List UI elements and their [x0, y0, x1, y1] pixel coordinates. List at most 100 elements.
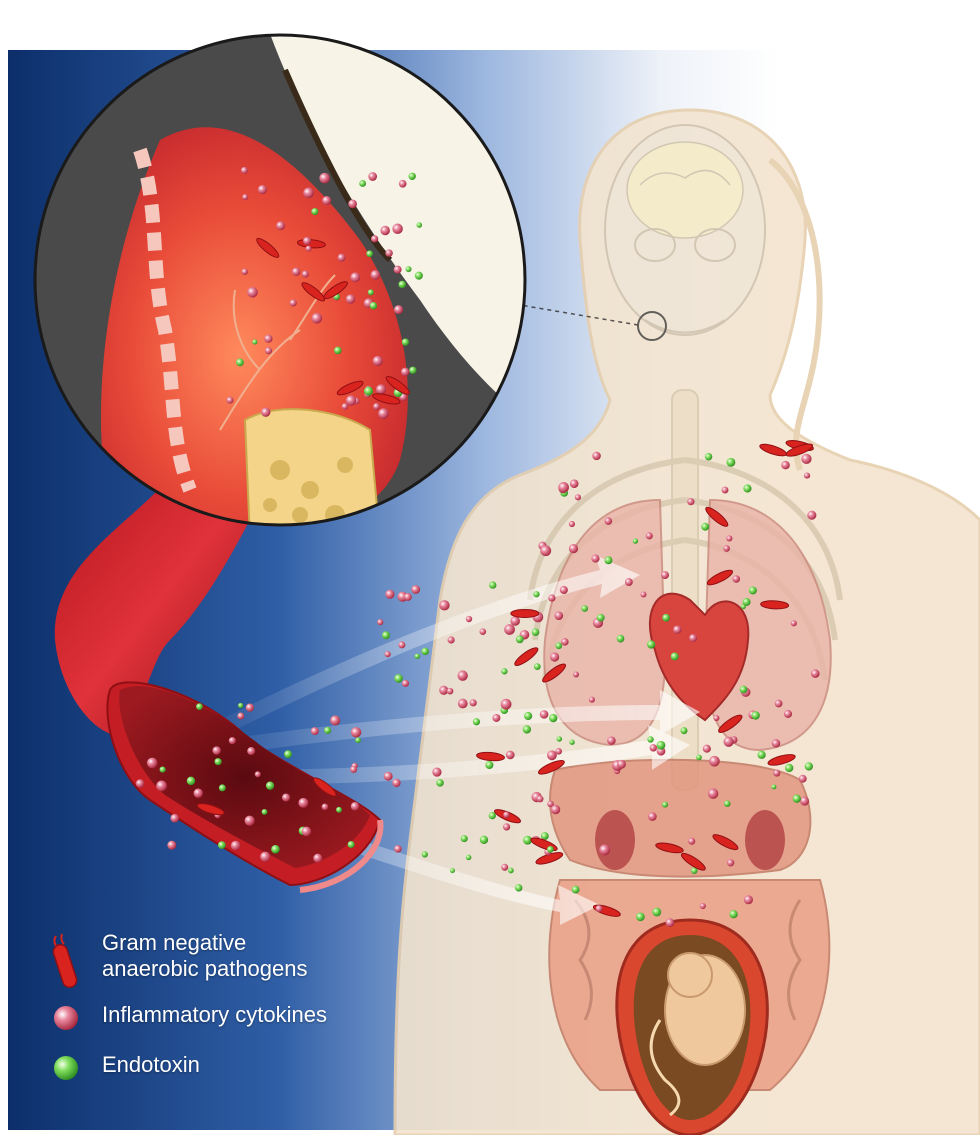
cytokine-particle	[503, 812, 510, 819]
cytokine-particle	[547, 750, 557, 760]
cytokine-particle	[298, 798, 308, 808]
cytokine-particle	[194, 788, 203, 797]
endotoxin-particle	[805, 762, 813, 770]
cytokine-particle	[350, 766, 357, 773]
cytokine-particle	[260, 852, 270, 862]
cytokine-particle	[555, 611, 564, 620]
endotoxin-particle	[743, 598, 751, 606]
endotoxin-particle	[647, 640, 655, 648]
endotoxin-particle	[366, 250, 373, 257]
cytokine-particle	[402, 680, 409, 687]
endotoxin-particle	[409, 367, 416, 374]
cytokine-particle	[398, 641, 405, 648]
cytokine-particle	[404, 593, 412, 601]
cytokine-particle	[550, 652, 559, 661]
cytokine-particle	[666, 918, 675, 927]
cytokine-particle	[229, 737, 236, 744]
cytokine-particle	[338, 254, 346, 262]
cytokine-particle	[569, 521, 575, 527]
cytokine-particle	[351, 727, 361, 737]
endotoxin-particle	[671, 652, 679, 660]
cytokine-particle	[661, 571, 669, 579]
endotoxin-particle	[572, 886, 580, 894]
cytokine-particle	[147, 758, 157, 768]
endotoxin-particle	[508, 868, 514, 874]
cytokine-particle	[560, 586, 568, 594]
endotoxin-particle	[515, 884, 522, 891]
endotoxin-particle	[415, 272, 423, 280]
cytokine-particle	[722, 487, 729, 494]
cytokine-particle	[330, 715, 340, 725]
endotoxin-particle	[523, 725, 531, 733]
endotoxin-particle	[466, 855, 471, 860]
cytokine-particle	[247, 747, 255, 755]
cytokine-particle	[264, 335, 272, 343]
cytokine-particle	[255, 771, 261, 777]
cytokine-particle	[689, 634, 697, 642]
endotoxin-particle	[398, 281, 406, 289]
endotoxin-particle	[473, 718, 480, 725]
cytokine-particle	[237, 713, 244, 720]
bacterium-icon	[48, 932, 88, 992]
cytokine-particle	[371, 270, 381, 280]
cytokine-particle	[648, 812, 657, 821]
endotoxin-particle	[408, 173, 415, 180]
cytokine-particle	[170, 814, 179, 823]
endotoxin-particle	[501, 668, 507, 674]
cytokine-particle	[811, 669, 820, 678]
cytokine-particle	[592, 452, 601, 461]
cytokine-particle	[470, 699, 477, 706]
endotoxin-particle	[751, 711, 759, 719]
endotoxin-particle	[262, 809, 268, 815]
cytokine-particle	[384, 772, 393, 781]
cytokine-particle	[258, 185, 267, 194]
cytokine-particle	[708, 788, 718, 798]
cytokine-particle	[504, 624, 515, 635]
cytokine-particle	[605, 517, 613, 525]
endotoxin-particle	[415, 654, 420, 659]
cytokine-particle	[373, 403, 380, 410]
cytokine-particle	[377, 619, 383, 625]
cytokine-particle	[265, 347, 272, 354]
endotoxin-particle	[422, 851, 428, 857]
endotoxin-particle	[489, 581, 496, 588]
endotoxin-particle	[311, 208, 318, 215]
cytokine-particle	[569, 544, 578, 553]
cytokine-particle	[313, 854, 322, 863]
cytokine-particle	[306, 246, 312, 252]
cytokine-particle	[501, 699, 512, 710]
endotoxin-particle	[680, 727, 687, 734]
cytokine-particle	[558, 482, 569, 493]
endotoxin-particle	[394, 674, 403, 683]
legend-label-pathogens-line2: anaerobic pathogens	[102, 956, 308, 982]
endotoxin-particle	[219, 784, 226, 791]
endotoxin-particle	[557, 736, 563, 742]
cytokine-particle	[607, 736, 616, 745]
cytokine-particle	[448, 636, 455, 643]
cytokine-particle	[261, 407, 270, 416]
endotoxin-particle	[617, 635, 625, 643]
endotoxin-particle	[402, 338, 409, 345]
cytokine-particle	[242, 269, 248, 275]
cytokine-particle	[350, 272, 360, 282]
legend-label-cytokines: Inflammatory cytokines	[102, 1002, 327, 1028]
cytokine-particle	[226, 397, 233, 404]
cytokine-particle	[540, 545, 551, 556]
cytokine-particle	[555, 748, 562, 755]
cytokine-particle	[392, 224, 402, 234]
cytokine-particle	[371, 235, 378, 242]
bacterium-particle	[511, 609, 539, 617]
cytokine-particle	[167, 841, 176, 850]
endotoxin-particle	[416, 222, 422, 228]
cytokine-particle	[570, 479, 579, 488]
cytokine-particle	[646, 532, 653, 539]
cytokine-particle	[385, 651, 391, 657]
cytokine-particle	[394, 266, 402, 274]
cytokine-particle	[599, 844, 610, 855]
endotoxin-particle	[196, 703, 203, 710]
cytokine-particle	[732, 575, 740, 583]
endotoxin-particle	[215, 758, 222, 765]
endotoxin-particle	[662, 614, 670, 622]
cytokine-particle	[136, 779, 144, 787]
